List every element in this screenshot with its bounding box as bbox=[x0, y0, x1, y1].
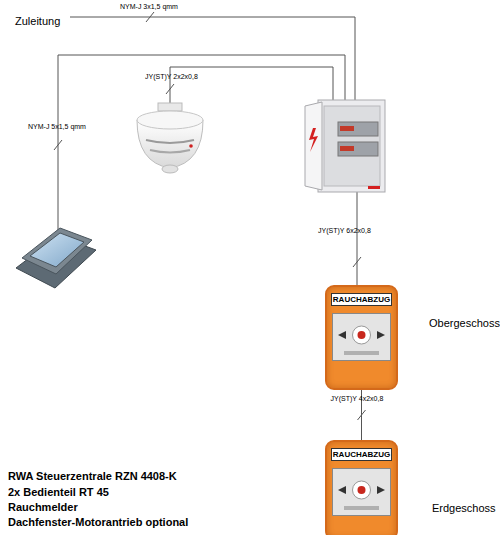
cabinet-badge bbox=[368, 186, 380, 189]
push-button-core bbox=[358, 331, 366, 339]
push-button bbox=[353, 481, 371, 499]
window-sash bbox=[22, 228, 92, 274]
cabinet-terminal bbox=[340, 146, 354, 151]
cable-tick bbox=[358, 410, 366, 420]
roof-window bbox=[16, 228, 96, 288]
glass-plate bbox=[344, 506, 379, 510]
window-wire bbox=[58, 55, 345, 232]
detector-wire bbox=[170, 67, 333, 104]
floor-label: Erdgeschoss bbox=[432, 502, 496, 514]
cabinet-body bbox=[318, 100, 385, 192]
note-text: RWA Steuerzentrale RZN 4408-K bbox=[8, 470, 177, 483]
glass-pane bbox=[333, 314, 391, 361]
cable-tick bbox=[353, 257, 361, 267]
detector-led bbox=[189, 144, 193, 148]
window-glass bbox=[30, 233, 84, 267]
supply-wire bbox=[70, 17, 355, 100]
detector-tip bbox=[162, 165, 178, 173]
glass-arrows bbox=[338, 486, 385, 494]
cable-label: NYM-J 5x1,5 qmm bbox=[28, 123, 86, 131]
cabinet-logo bbox=[309, 128, 318, 152]
note-text: 2x Bedienteil RT 45 bbox=[8, 486, 109, 499]
cable-label: JY(ST)Y 6x2x0,8 bbox=[318, 227, 371, 235]
button-glass bbox=[332, 313, 391, 361]
cabinet-module bbox=[338, 122, 378, 136]
cable-label: Zuleitung bbox=[15, 15, 60, 28]
glass-plate bbox=[344, 351, 379, 355]
cable-label: JY(ST)Y 4x2x0,8 bbox=[331, 395, 384, 403]
detector-vent bbox=[146, 140, 194, 143]
manual-call-point: RAUCHABZUGObergeschoss bbox=[325, 285, 398, 390]
detector-top bbox=[137, 111, 203, 129]
note-text: Dachfenster-Motorantrieb optional bbox=[8, 516, 188, 529]
control-cabinet bbox=[305, 100, 385, 192]
cable-tick bbox=[146, 12, 154, 22]
floor-label: Obergeschoss bbox=[429, 317, 500, 329]
cable-tick bbox=[54, 140, 62, 150]
button-label: RAUCHABZUG bbox=[331, 448, 392, 461]
button-label: RAUCHABZUG bbox=[331, 293, 392, 306]
manual-call-point: RAUCHABZUGErdgeschoss bbox=[325, 440, 398, 535]
cabinet-door bbox=[305, 102, 322, 190]
push-button bbox=[353, 326, 371, 344]
cabinet-interior bbox=[324, 106, 380, 186]
cabinet-module bbox=[338, 142, 378, 156]
cable-label: NYM-J 3x1,5 qmm bbox=[120, 3, 178, 11]
detector-base bbox=[158, 103, 182, 111]
push-button-core bbox=[358, 486, 366, 494]
cable-tick bbox=[166, 84, 174, 94]
button-glass bbox=[332, 468, 391, 516]
cable-label: JY(ST)Y 2x2x0,8 bbox=[145, 73, 198, 81]
smoke-detector bbox=[137, 103, 203, 173]
cabinet-terminal bbox=[340, 126, 354, 131]
glass-pane bbox=[333, 469, 391, 516]
detector-vent bbox=[150, 150, 190, 153]
note-text: Rauchmelder bbox=[8, 501, 78, 514]
button-wire bbox=[357, 192, 358, 285]
glass-arrows bbox=[338, 331, 385, 339]
